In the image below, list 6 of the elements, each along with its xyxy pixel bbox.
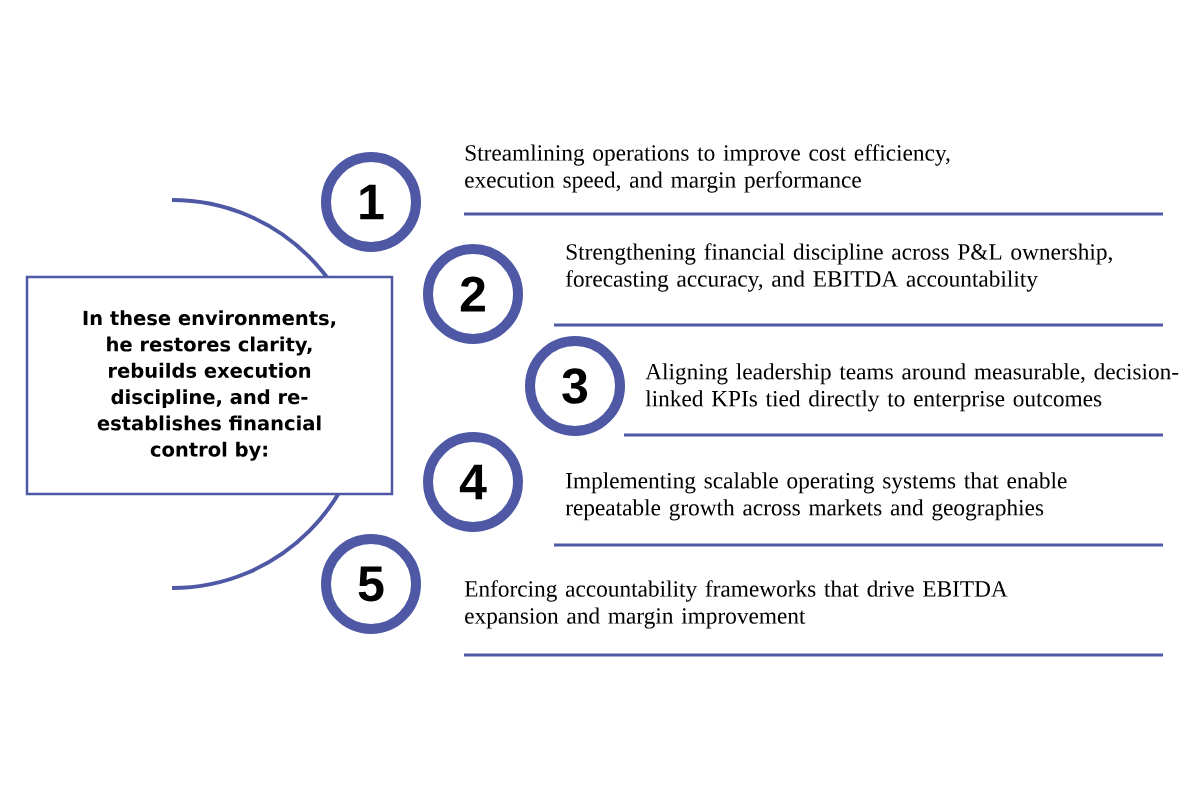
item-text: Streamlining operations to improve cost efficiency, execution speed, and margin performance [465,144,950,193]
item-text: Enforcing accountability frameworks that drive EBITDA expansion and margin improvement [464,580,1008,629]
item-text: Aligning leadership teams around measurable, decision-linked KPIs tied directly to enterprise outcomes [645,363,1179,412]
item-text: Strengthening financial discipline across P&L ownership, forecasting accuracy, and EBITDA accountability [565,243,1112,292]
item-text: Implementing scalable operating systems that enable repeatable growth across markets and geographies [565,472,1067,521]
text-box: In these environments, he restores clarity, rebuilds execution discipline, and re-establishes financial control by: [25,275,394,496]
